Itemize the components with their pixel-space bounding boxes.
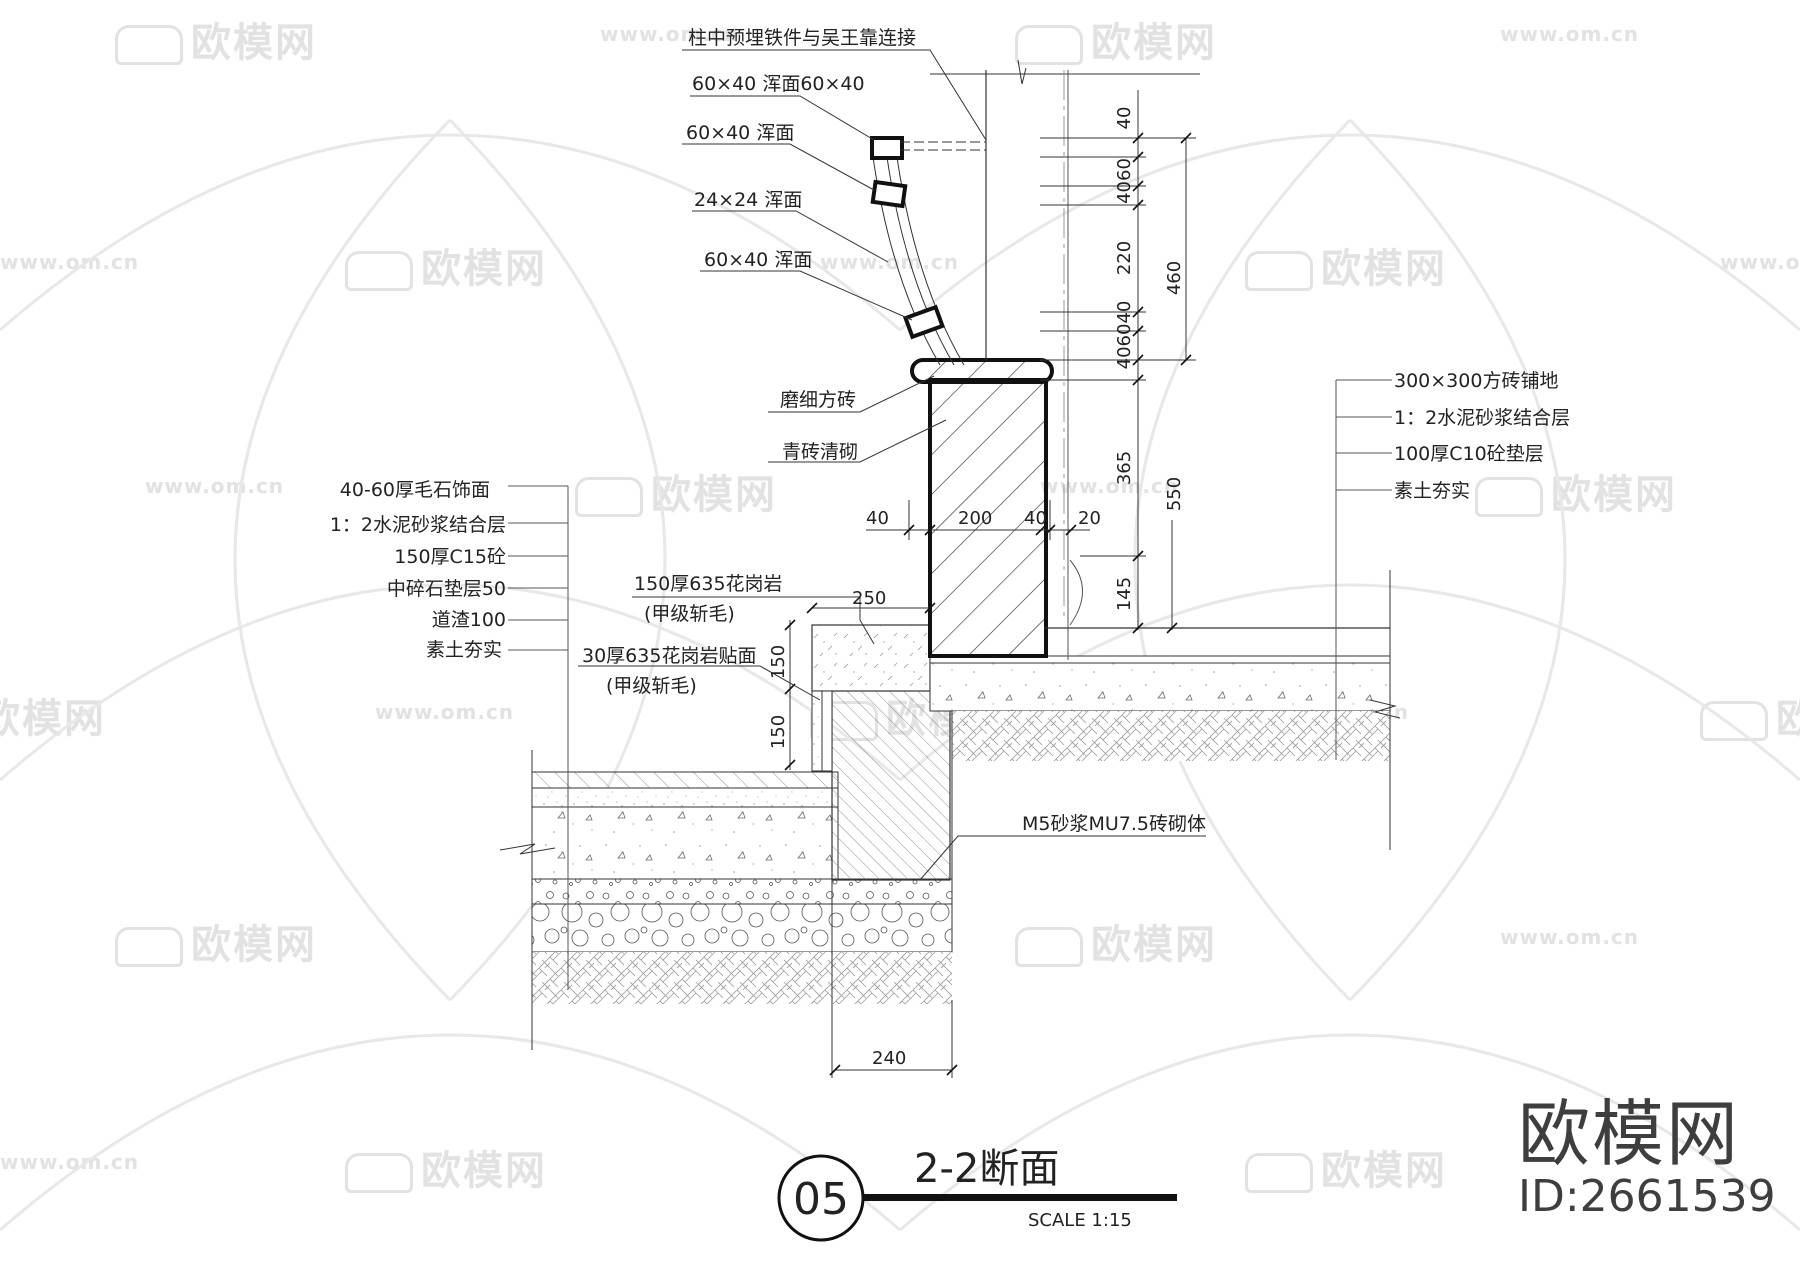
- label-rail-top: 60×40 浑面60×40: [692, 73, 865, 95]
- dim-40: 40: [1114, 181, 1135, 204]
- dimension-ticks: [784, 132, 1192, 1076]
- dim-top-40: 40: [1114, 107, 1135, 130]
- drawing-number: 05: [793, 1174, 849, 1225]
- brick-foundation: [831, 689, 951, 881]
- title-block: 05 2-2断面 SCALE 1:15: [777, 1146, 1177, 1242]
- label-wall-body: 青砖清砌: [782, 441, 858, 463]
- dimension-lines: [789, 90, 1196, 1078]
- dim-40-60: 4060: [1114, 158, 1135, 204]
- dim-406040: 406040: [1114, 301, 1135, 370]
- label-granite-facing-grade: (甲级斩毛): [606, 675, 697, 697]
- brick-wall: [910, 358, 1083, 658]
- watermark-arcs: [0, 118, 1800, 1232]
- dim-step-upper: 150: [768, 645, 789, 679]
- brand-name: 欧模网: [1518, 1092, 1741, 1176]
- dim-foundation-width: 240: [872, 1048, 906, 1069]
- drawing-title: 2-2断面: [914, 1146, 1059, 1192]
- left-layer-2: 1：2水泥砂浆结合层: [330, 514, 506, 536]
- dim-60: 60: [1114, 158, 1135, 181]
- dim-wall-upper: 365: [1114, 451, 1135, 485]
- dim-wall-lower: 145: [1114, 577, 1135, 611]
- dim-40: 40: [1114, 301, 1135, 324]
- dim-60: 60: [1114, 324, 1135, 347]
- granite-step: [811, 624, 931, 772]
- dim-width-left: 40: [866, 508, 889, 529]
- label-embedded-iron: 柱中预埋铁件与吴王靠连接: [688, 27, 916, 49]
- dim-width-right: 40: [1024, 508, 1047, 529]
- model-id: ID:2661539: [1518, 1171, 1776, 1222]
- dim-40: 40: [1114, 346, 1135, 369]
- right-layer-2: 1：2水泥砂浆结合层: [1394, 407, 1570, 429]
- dim-220: 220: [1114, 241, 1135, 275]
- label-spindle: 24×24 浑面: [694, 189, 802, 211]
- dim-step-width: 250: [852, 588, 886, 609]
- left-layer-1: 40-60厚毛石饰面: [340, 479, 490, 501]
- dim-railing-total: 460: [1164, 261, 1185, 295]
- dim-wall-total: 550: [1164, 477, 1185, 511]
- dim-step-lower: 150: [768, 715, 789, 749]
- right-layer-4: 素土夯实: [1394, 480, 1470, 502]
- leader-lines: [578, 49, 1206, 881]
- right-paving-layers: [929, 570, 1401, 880]
- left-layer-4: 中碎石垫层50: [387, 578, 506, 600]
- label-foundation: M5砂浆MU7.5砖砌体: [1022, 813, 1206, 835]
- left-layer-5: 道渣100: [432, 609, 506, 631]
- label-granite-step: 150厚635花岗岩: [634, 573, 783, 595]
- left-leader-lines: [508, 485, 569, 990]
- left-paving-layers: [499, 750, 953, 1050]
- left-layer-6: 素土夯实: [426, 639, 502, 661]
- label-rail-bottom: 60×40 浑面: [704, 249, 812, 271]
- right-layer-3: 100厚C10砼垫层: [1394, 443, 1544, 465]
- label-granite-facing: 30厚635花岗岩贴面: [582, 645, 756, 667]
- right-leader-lines: [1335, 379, 1392, 760]
- dim-width-gap: 20: [1078, 508, 1101, 529]
- dimension-labels: 40 4060 220 406040 460 365 145 550 40 20…: [768, 107, 1185, 1069]
- right-layer-1: 300×300方砖铺地: [1394, 370, 1558, 392]
- label-granite-step-grade: (甲级斩毛): [644, 603, 735, 625]
- dim-width-wall: 200: [958, 508, 992, 529]
- label-rail-mid: 60×40 浑面: [686, 122, 794, 144]
- brand-watermark: 欧模网 ID:2661539: [1518, 1095, 1776, 1221]
- label-wall-cap: 磨细方砖: [780, 389, 856, 411]
- curved-railing: [870, 59, 1200, 660]
- annotation-labels: 柱中预埋铁件与吴王靠连接 60×40 浑面60×40 60×40 浑面 24×2…: [330, 27, 1570, 835]
- left-layer-3: 150厚C15砼: [394, 546, 506, 568]
- drawing-scale: SCALE 1:15: [1028, 1210, 1132, 1231]
